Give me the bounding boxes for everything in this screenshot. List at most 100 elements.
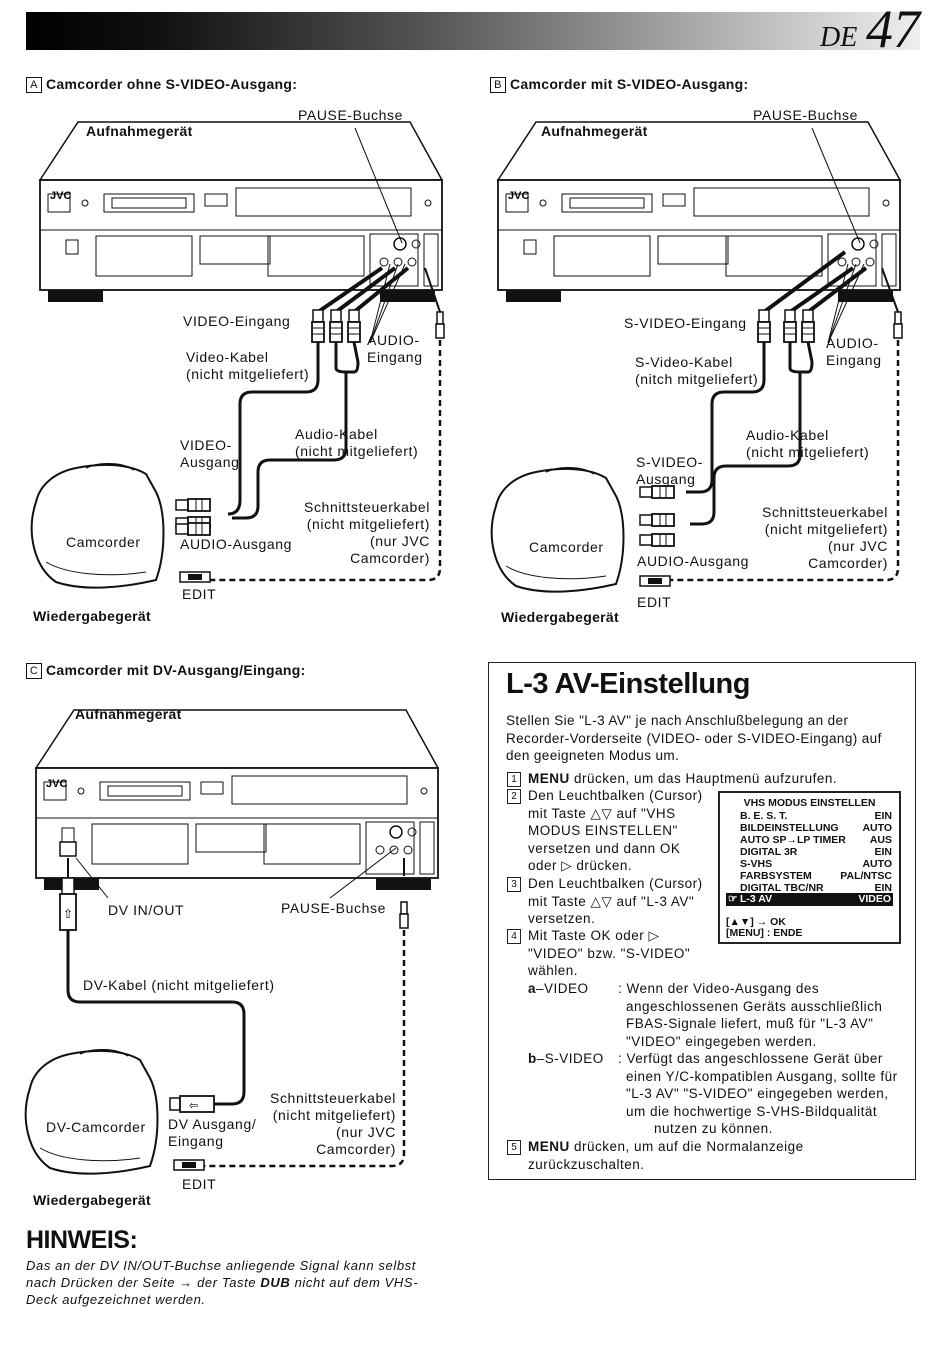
- camcorder-label-b: Camcorder: [529, 539, 604, 555]
- pause-jack-label-a: PAUSE-Buchse: [298, 107, 403, 123]
- edit-label-a: EDIT: [182, 586, 217, 602]
- step-5-number: 5: [507, 1140, 521, 1155]
- menu-selected-value: VIDEO: [858, 893, 891, 905]
- menu-key-5: MENU: [528, 1139, 570, 1154]
- audio-in-line1: AUDIO-: [367, 332, 420, 348]
- option-b-desc: : Verfügt das angeschlossene Gerät über …: [618, 1050, 898, 1138]
- audio-cable-label-b: Audio-Kabel (nicht mitgeliefert): [746, 427, 869, 461]
- audio-in-label-b: AUDIO- Eingang: [826, 335, 882, 369]
- jvc-logo-a: JVC: [50, 190, 71, 202]
- audio-out-label-a: AUDIO-Ausgang: [180, 536, 293, 552]
- step-1-desc: drücken, um das Hauptmenü aufzurufen.: [569, 771, 838, 786]
- step-1-number: 1: [507, 772, 521, 787]
- video-out-line2: Ausgang: [180, 454, 240, 470]
- step-2-number: 2: [507, 789, 521, 804]
- section-b-title-text: Camcorder mit S-VIDEO-Ausgang:: [510, 76, 749, 92]
- audio-cable-line1: Audio-Kabel: [295, 426, 378, 442]
- recorder-label-c: Aufnahmegerät: [75, 706, 182, 722]
- edit-label-c: EDIT: [182, 1176, 217, 1192]
- step-2-line5: oder ▷ drücken.: [528, 858, 633, 873]
- option-b-line5: nutzen zu können.: [654, 1121, 773, 1136]
- edit-cable-line3: (nur JVC: [369, 533, 430, 549]
- edit-cable-line4: Camcorder): [350, 550, 430, 566]
- vcr-c: [35, 709, 439, 891]
- edit-cable-line2: (nicht mitgeliefert): [272, 1107, 396, 1123]
- section-c-title-text: Camcorder mit DV-Ausgang/Eingang:: [46, 662, 306, 678]
- recorder-label-b: Aufnahmegerät: [541, 123, 648, 139]
- menu-value: AUS: [869, 834, 892, 846]
- pointer-icon: ☞: [728, 893, 738, 905]
- option-b-line1: : Verfügt das angeschlossene Gerät über: [618, 1051, 883, 1066]
- menu-title: VHS MODUS EINSTELLEN: [743, 797, 876, 809]
- step-1-text: MENU drücken, um das Hauptmenü aufzurufe…: [528, 770, 837, 788]
- option-b-line3: "L-3 AV" "S-VIDEO" eingegeben werden,: [626, 1086, 889, 1101]
- dv-inout-label-c: DV IN/OUT: [108, 902, 185, 918]
- menu-key: AUTO SP→LP TIMER: [740, 834, 846, 846]
- option-a-line1: : Wenn der Video-Ausgang des: [618, 981, 820, 996]
- dv-out-line1: DV Ausgang/: [168, 1116, 257, 1132]
- video-out-label-a: VIDEO- Ausgang: [180, 437, 239, 471]
- step-2-text: Den Leuchtbalken (Cursor) mit Taste △▽ a…: [528, 787, 703, 875]
- audio-in-line1: AUDIO-: [826, 335, 879, 351]
- step-2-line1: Den Leuchtbalken (Cursor): [528, 788, 703, 803]
- note-text-part2: nicht auf dem VHS-Deck aufgezeichnet wer…: [26, 1275, 419, 1307]
- svideo-out-line1: S-VIDEO-: [636, 454, 704, 470]
- option-b-line2: einen Y/C-kompatiblen Ausgang, sollte fü…: [626, 1068, 898, 1084]
- dv-out-line2: Eingang: [168, 1133, 224, 1149]
- menu-value: AUTO: [862, 858, 892, 870]
- option-a-desc: : Wenn der Video-Ausgang des angeschloss…: [618, 980, 882, 1050]
- video-in-label-a: VIDEO-Eingang: [183, 313, 291, 329]
- audio-cable-line2: (nicht mitgeliefert): [746, 444, 870, 460]
- edit-cable-line4: Camcorder): [316, 1141, 396, 1157]
- option-b-label: –S-VIDEO: [536, 1051, 604, 1066]
- edit-cable-line2: (nicht mitgeliefert): [306, 516, 430, 532]
- menu-key: FARBSYSTEM: [740, 870, 812, 882]
- video-cable-line1: Video-Kabel: [186, 349, 269, 365]
- section-a-title-text: Camcorder ohne S-VIDEO-Ausgang:: [46, 76, 298, 92]
- l3-setting-box: [488, 662, 916, 1180]
- page-number: 47: [866, 0, 920, 59]
- audio-in-line2: Eingang: [826, 352, 882, 368]
- option-b-key: b: [528, 1051, 537, 1066]
- video-cable-line2: (nicht mitgeliefert): [186, 366, 310, 382]
- menu-value: EIN: [874, 810, 892, 822]
- player-label-b: Wiedergabegerät: [501, 609, 619, 625]
- step-4-line3: wählen.: [528, 963, 579, 978]
- audio-cable-label-a: Audio-Kabel (nicht mitgeliefert): [295, 426, 418, 460]
- edit-cable-label-c: Schnittsteuerkabel (nicht mitgeliefert) …: [262, 1090, 396, 1158]
- pause-jack-label-b: PAUSE-Buchse: [753, 107, 858, 123]
- option-a-line4: "VIDEO" eingegeben werden.: [626, 1033, 817, 1049]
- step-5-line1: drücken, um auf die Normalanzeige: [569, 1139, 804, 1154]
- option-a-line3: FBAS-Signale liefert, muß für "L-3 AV": [626, 1016, 874, 1031]
- svideo-out-line2: Ausgang: [636, 471, 696, 487]
- section-c-letter: C: [26, 663, 42, 680]
- dv-out-label-c: DV Ausgang/ Eingang: [168, 1116, 256, 1150]
- step-2-line4: versetzen und dann OK: [528, 840, 681, 856]
- option-b-line4: um die hochwertige S-VHS-Bildqualität: [626, 1103, 878, 1119]
- edit-cable-line4: Camcorder): [808, 555, 888, 571]
- note-text: Das an der DV IN/OUT-Buchse anliegende S…: [26, 1257, 446, 1308]
- menu-value: EIN: [874, 882, 892, 894]
- menu-key: S-VHS: [740, 858, 773, 870]
- vcr-a: [39, 121, 443, 303]
- l3-intro: Stellen Sie "L-3 AV" je nach Anschlußbel…: [506, 713, 882, 763]
- svideo-cable-line1: S-Video-Kabel: [635, 354, 733, 370]
- step-2-line2: mit Taste △▽ auf "VHS: [528, 805, 676, 821]
- svideo-out-label-b: S-VIDEO- Ausgang: [636, 454, 703, 488]
- svideo-in-label-b: S-VIDEO-Eingang: [624, 315, 747, 331]
- step-2-line3: MODUS EINSTELLEN": [528, 823, 678, 838]
- edit-cable-label-b: Schnittsteuerkabel (nicht mitgeliefert) …: [752, 504, 888, 572]
- option-a: a–VIDEO: [528, 980, 589, 998]
- vhs-mode-menu: VHS MODUS EINSTELLEN B. E. S. T.EIN BILD…: [718, 791, 901, 944]
- menu-key: DIGITAL TBC/NR: [740, 882, 824, 894]
- step-4-text: Mit Taste OK oder ▷ "VIDEO" bzw. "S-VIDE…: [528, 927, 690, 980]
- jvc-logo-b: JVC: [508, 190, 529, 202]
- step-3-line3: versetzen.: [528, 911, 596, 926]
- edit-cable-line1: Schnittsteuerkabel: [304, 499, 430, 515]
- menu-selected-key: L-3 AV: [740, 893, 773, 905]
- edit-label-b: EDIT: [637, 594, 672, 610]
- player-label-c: Wiedergabegerät: [33, 1192, 151, 1208]
- note-title: HINWEIS:: [26, 1226, 138, 1254]
